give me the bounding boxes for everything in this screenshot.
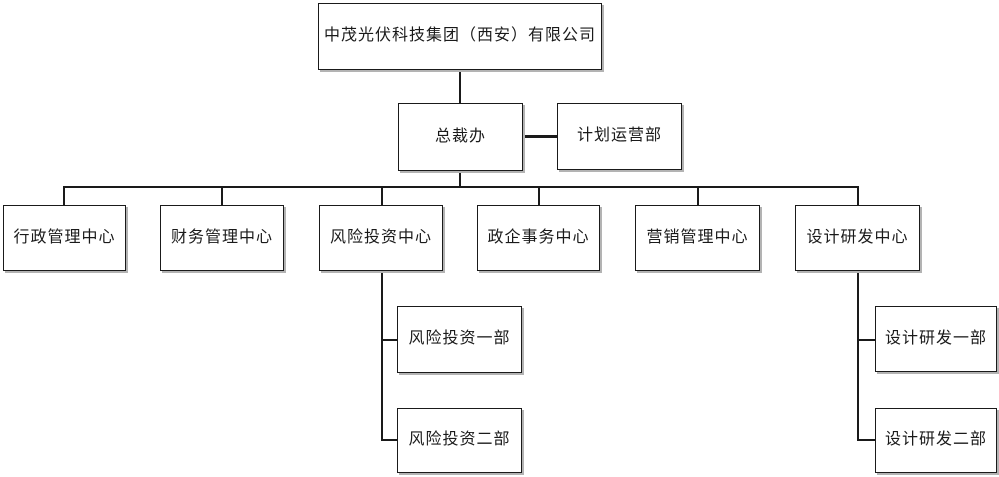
org-node-venture-investment-dept-2: 风险投资二部 xyxy=(397,408,522,473)
org-node-design-rnd-center: 设计研发中心 xyxy=(795,205,920,271)
org-node-gov-enterprise-affairs-center: 政企事务中心 xyxy=(477,205,600,271)
org-node-president-office: 总裁办 xyxy=(398,103,523,171)
connector-drop-admin-center xyxy=(63,186,65,205)
org-node-planning-operations: 计划运营部 xyxy=(557,103,682,170)
connector-drop-venture-center xyxy=(381,186,383,205)
connector-stub-design-dept-1 xyxy=(857,339,875,341)
connector-design-branch-rail xyxy=(857,271,859,441)
connector-drop-design-center xyxy=(857,186,859,205)
connector-root-to-president xyxy=(459,70,461,103)
connector-drop-finance-center xyxy=(221,186,223,205)
connector-stub-venture-dept-1 xyxy=(381,339,397,341)
connector-president-to-main-rail xyxy=(459,171,461,186)
org-node-venture-investment-dept-1: 风险投资一部 xyxy=(397,306,522,373)
connector-stub-design-dept-2 xyxy=(857,439,875,441)
org-node-admin-management-center: 行政管理中心 xyxy=(3,205,126,271)
connector-main-rail xyxy=(63,186,859,188)
org-node-company-root: 中茂光伏科技集团（西安）有限公司 xyxy=(318,3,602,70)
org-node-venture-investment-center: 风险投资中心 xyxy=(319,205,443,271)
connector-drop-gov-affairs-center xyxy=(538,186,540,205)
org-node-marketing-management-center: 营销管理中心 xyxy=(635,205,760,271)
org-node-finance-management-center: 财务管理中心 xyxy=(160,205,284,271)
connector-president-to-planning xyxy=(523,135,557,138)
org-node-design-rnd-dept-1: 设计研发一部 xyxy=(875,306,997,372)
org-node-design-rnd-dept-2: 设计研发二部 xyxy=(875,408,997,473)
connector-stub-venture-dept-2 xyxy=(381,439,397,441)
connector-venture-branch-rail xyxy=(381,271,383,441)
connector-drop-marketing-center xyxy=(697,186,699,205)
